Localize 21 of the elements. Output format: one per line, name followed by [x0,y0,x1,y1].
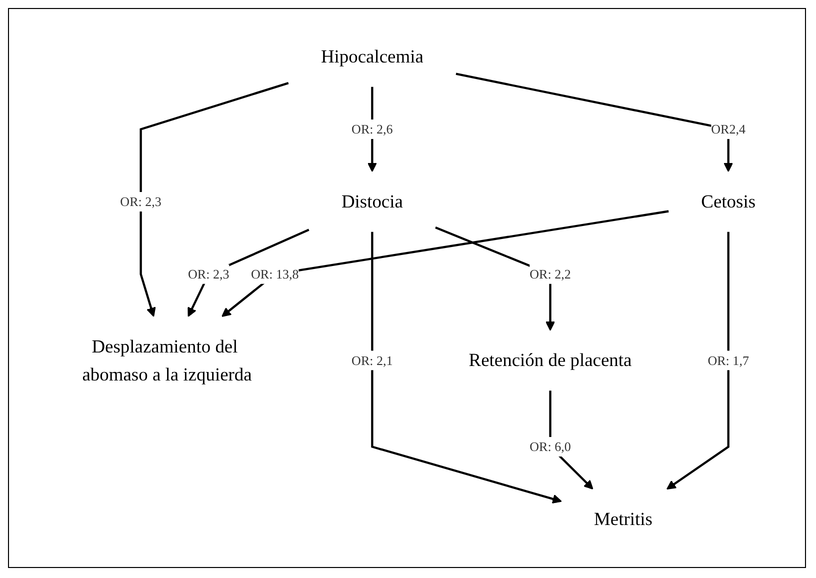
edge-label: OR: 2,3 [188,266,230,282]
arrow [666,232,730,490]
edge-label: OR: 6,0 [530,439,571,454]
arrow [140,82,289,317]
edge-label: OR: 13,8 [250,266,299,282]
arrow [456,72,734,172]
edge-label: OR: 2,2 [530,266,571,282]
node-text: Desplazamiento del abomaso a la izquierda [82,336,252,384]
edge-label: OR: 2,1 [352,352,393,368]
node-text: Metritis [594,508,652,530]
node-text: Distocia [341,191,403,212]
edge-label: OR2,4 [711,122,746,137]
edge-label: OR: 2,3 [120,194,162,210]
edge-label: OR: 1,7 [708,352,749,368]
edge-label: OR: 2,6 [352,122,393,137]
node-text: Retención de placenta [468,350,632,370]
node-text: Cetosis [701,191,756,212]
arrow [222,210,669,317]
node-text: Hipocalcemia [320,46,424,67]
arrow [188,228,310,317]
arrow [371,232,562,504]
